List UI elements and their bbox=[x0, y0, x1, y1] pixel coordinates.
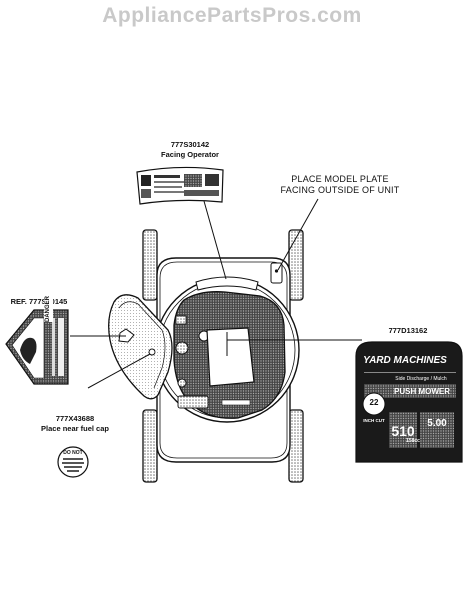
model-plate-line1: PLACE MODEL PLATE bbox=[291, 174, 389, 184]
wheel-front-right bbox=[288, 229, 304, 301]
brand-decal-torque: 5.00 bbox=[427, 418, 447, 429]
brand-decal-deck: 22 bbox=[369, 398, 379, 407]
wheel-rear-right bbox=[288, 409, 304, 483]
model-plate-line2: FACING OUTSIDE OF UNIT bbox=[280, 185, 400, 195]
fuel-cap-decal bbox=[57, 446, 89, 478]
fuel-cap-label-part: 777X43688 bbox=[55, 414, 95, 423]
danger-label-part: REF. 777S30145 bbox=[10, 297, 68, 306]
fuel-cap-label-note: Place near fuel cap bbox=[41, 424, 109, 433]
brand-decal-engine-cc: 510 bbox=[391, 423, 415, 439]
danger-decal bbox=[5, 309, 69, 385]
fuel-cap-decal-text: DO NOT bbox=[63, 450, 83, 456]
discharge-chute bbox=[108, 294, 173, 400]
brand-decal-subtitle: Side Discharge / Mulch bbox=[395, 376, 447, 382]
brand-decal-part: 777D13162 bbox=[388, 326, 428, 335]
operator-label-part: 777S30142 bbox=[170, 140, 210, 149]
engine-label-area bbox=[206, 327, 255, 387]
brand-decal-brand: YARD MACHINES bbox=[363, 355, 447, 366]
wheel-rear-left bbox=[142, 409, 158, 483]
wheel-front-left bbox=[142, 229, 158, 301]
operator-label-note: Facing Operator bbox=[161, 150, 219, 159]
brand-decal bbox=[355, 341, 463, 463]
leader-fuel-cap bbox=[87, 353, 151, 389]
leader-model-plate bbox=[277, 198, 319, 271]
operator-label-decal bbox=[136, 166, 224, 205]
danger-label-word: DANGER bbox=[44, 295, 53, 322]
brand-decal-deck-unit: INCH CUT bbox=[363, 418, 385, 423]
leader-operator bbox=[201, 193, 227, 280]
brand-decal-product: PUSH MOWER bbox=[394, 387, 450, 396]
brand-decal-cc-label: 158cc bbox=[406, 438, 420, 444]
watermark: AppliancePartsPros.com bbox=[102, 4, 362, 27]
